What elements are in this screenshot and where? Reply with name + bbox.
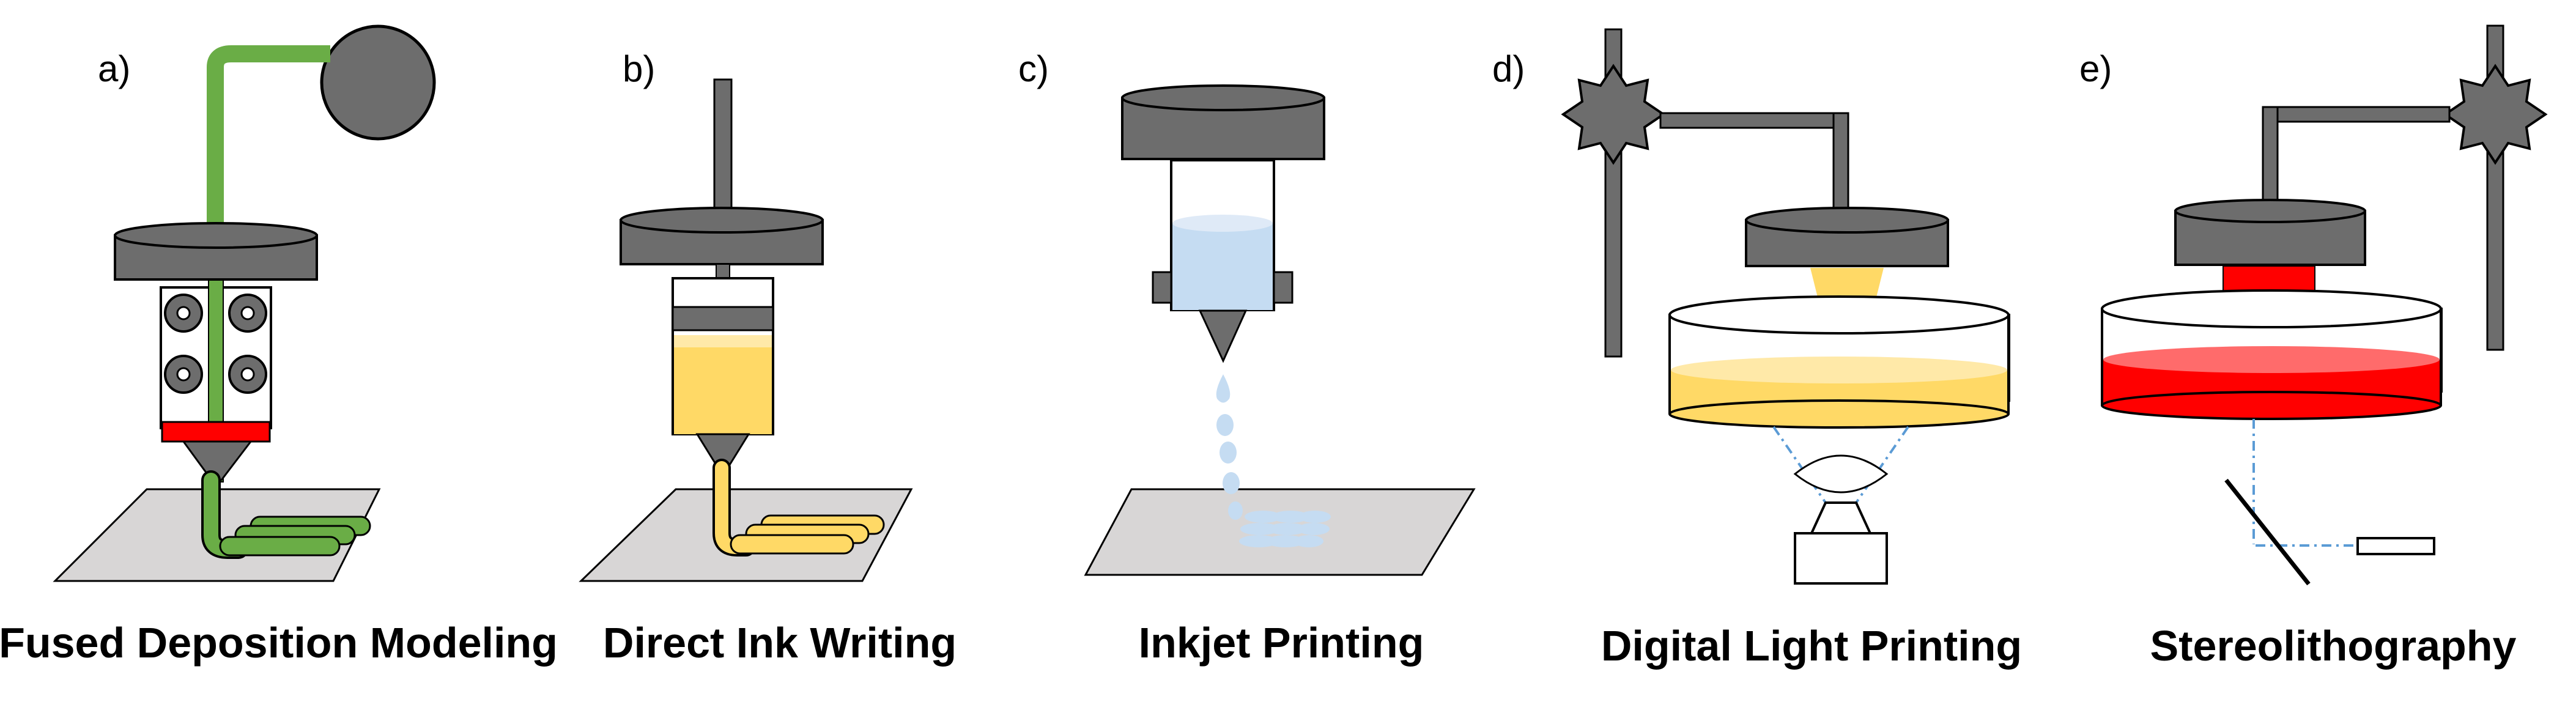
panel-label-e: e) (2079, 48, 2112, 89)
caption-dlp: Digital Light Printing (1601, 622, 2022, 670)
diw-ink-reservoir (674, 342, 772, 434)
dlp-gear-icon (1561, 64, 1666, 165)
fdm-nozzle (182, 440, 253, 481)
inkjet-droplet (1220, 442, 1237, 464)
dlp-projector (1794, 532, 1888, 585)
inkjet-side-tab-right (1273, 271, 1294, 304)
diw-line (730, 534, 854, 555)
sla-gear-icon (2443, 64, 2548, 165)
fdm-print-head (114, 222, 318, 281)
diw-print-head (620, 207, 824, 265)
diw-syringe (672, 277, 774, 435)
panel-inkjet: c) (1018, 48, 1476, 667)
inkjet-ink-reservoir (1172, 223, 1273, 310)
dlp-projector-lens (1809, 501, 1873, 534)
sla-resin-vat (2101, 289, 2443, 420)
panel-label-d: d) (1492, 48, 1525, 89)
dlp-light-cone (1772, 426, 1909, 504)
dlp-lens (1793, 454, 1889, 494)
inkjet-nozzle (1198, 309, 1248, 363)
dlp-arm-horizontal (1659, 112, 1848, 129)
inkjet-droplet (1216, 414, 1234, 436)
diw-plunger (672, 306, 774, 331)
caption-inkjet: Inkjet Printing (1139, 619, 1424, 667)
panel-diw: b) Direct Ink Writing (579, 48, 957, 667)
inkjet-side-tab-left (1152, 271, 1172, 304)
fdm-filament-feed (207, 45, 330, 229)
dlp-resin-vat (1668, 295, 2010, 429)
inkjet-droplet (1216, 374, 1231, 403)
sla-arm-horizontal (2262, 106, 2451, 123)
panel-label-c: c) (1018, 48, 1049, 89)
sla-arm-vertical (2262, 106, 2279, 212)
inkjet-droplets (1216, 374, 1243, 520)
sla-laser-beam (2252, 419, 2358, 547)
inkjet-cartridge (1170, 159, 1275, 311)
inkjet-droplet (1223, 472, 1240, 494)
panel-label-a: a) (98, 48, 130, 89)
fdm-deposited-lines (219, 516, 371, 557)
fdm-filament-spool (320, 24, 436, 141)
diw-deposited-lines (730, 514, 885, 555)
fdm-heater-block (161, 421, 271, 443)
inkjet-droplet (1228, 501, 1243, 520)
sla-laser-source (2356, 537, 2435, 555)
fdm-drive-rollers (164, 294, 267, 394)
inkjet-print-head (1121, 84, 1325, 160)
caption-fdm: Fused Deposition Modeling (0, 619, 558, 667)
panel-label-b: b) (623, 48, 655, 89)
panel-fdm: a) (0, 24, 558, 667)
dlp-build-platform (1745, 207, 1949, 267)
sla-mirror (2224, 478, 2311, 586)
inkjet-printed-pattern (1239, 511, 1331, 547)
caption-diw: Direct Ink Writing (603, 619, 957, 667)
fdm-line (219, 536, 341, 557)
diw-rod (713, 78, 733, 221)
sla-build-platform (2174, 199, 2366, 266)
panel-dlp: d) (1492, 28, 2022, 670)
caption-sla: Stereolithography (2150, 622, 2517, 670)
panel-sla: e) S (2079, 24, 2548, 670)
dlp-arm-vertical (1832, 112, 1849, 221)
